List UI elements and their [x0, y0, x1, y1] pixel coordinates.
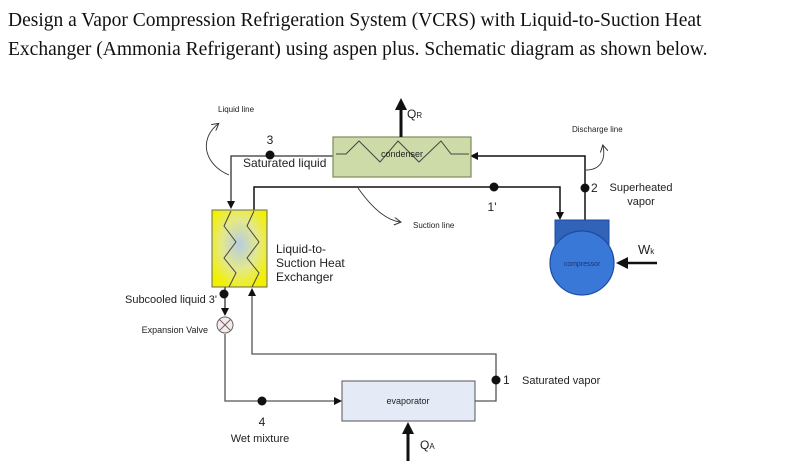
question-line-1: Design a Vapor Compression Refrigeration…: [8, 10, 702, 31]
state-1-label: Saturated vapor: [522, 375, 601, 387]
discharge-line-label: Discharge line: [572, 125, 623, 134]
state-2-number: 2: [591, 181, 598, 195]
liquid-suction-heat-exchanger: [211, 209, 268, 288]
state-2-label-1: Superheated: [610, 182, 673, 194]
question-line-2: Exchanger (Ammonia Refrigerant) using as…: [8, 39, 708, 60]
expansion-valve-icon: [216, 316, 234, 334]
question-text: Design a Vapor Compression Refrigeration…: [8, 6, 798, 64]
qa-label: QA: [420, 438, 435, 452]
state-1p-number: 1': [488, 200, 497, 214]
discharge-line-pointer: [585, 146, 604, 171]
state-3p-dot: [219, 289, 229, 299]
wk-label: Wk: [638, 242, 655, 257]
state-1-dot: [491, 375, 501, 385]
condenser-coil-icon: [336, 140, 469, 163]
state-4-dot: [257, 396, 267, 406]
suction-line-pointer: [357, 187, 400, 222]
pipe-wet-mixture: [224, 334, 342, 405]
state-4-number: 4: [259, 415, 266, 429]
condenser-label: condenser: [381, 149, 423, 159]
liquid-line-label: Liquid line: [218, 105, 255, 114]
compressor: compressor: [549, 219, 615, 296]
pipe-liquid-line: [227, 155, 333, 209]
pipe-suction-line: [253, 186, 564, 220]
state-1-number: 1: [503, 373, 510, 387]
state-2-dot: [580, 183, 590, 193]
hx-label-1: Liquid-to-: [276, 242, 326, 256]
condenser: condenser: [332, 136, 472, 178]
state-3-label: Saturated liquid: [243, 156, 326, 170]
state-1p-dot: [489, 182, 499, 192]
hx-coil-left-icon: [223, 210, 237, 288]
expansion-valve-label: Expansion Valve: [142, 325, 208, 335]
suction-line-label: Suction line: [413, 221, 455, 230]
state-3-number: 3: [267, 133, 274, 147]
qr-label: QR: [407, 107, 422, 121]
liquid-line-pointer: [206, 124, 230, 176]
hx-label-2: Suction Heat: [276, 256, 345, 270]
state-2-label-2: vapor: [627, 196, 655, 208]
hx-coil-right-icon: [246, 210, 260, 288]
pipe-evap-return: [248, 288, 497, 402]
hx-label-3: Exchanger: [276, 270, 333, 284]
compressor-label: compressor: [564, 261, 601, 268]
state-3p-label: Subcooled liquid 3': [125, 294, 217, 306]
state-3-dot: [265, 150, 275, 160]
evaporator: evaporator: [341, 380, 476, 422]
evaporator-label: evaporator: [386, 396, 429, 406]
state-4-label: Wet mixture: [231, 433, 289, 445]
pipe-discharge-line: [470, 152, 586, 220]
